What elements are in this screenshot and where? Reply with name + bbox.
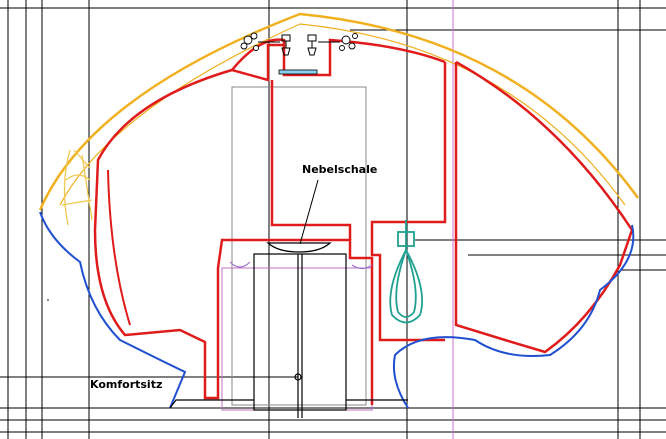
spray-cloud-icon: [240, 32, 280, 51]
shower-hose: [389, 220, 423, 324]
shower-nozzle-icon: [281, 34, 291, 56]
nebelschale-label: Nebelschale: [302, 163, 377, 176]
gray-frame: [231, 86, 367, 406]
mist-bowl-icon: [266, 242, 332, 253]
dome-outline-inner: [59, 23, 626, 206]
leader-lines: [0, 29, 666, 378]
komfortsitz-label: Komfortsitz: [90, 378, 162, 391]
seat-pedestal: [169, 253, 408, 418]
reference-dot: [47, 299, 49, 301]
pedestal-base: [169, 399, 254, 409]
seat-pivot: [294, 373, 302, 381]
cabin-left-shell: [93, 43, 374, 405]
tripod-figure: [61, 149, 93, 226]
cabin-left-inner: [107, 169, 131, 326]
pedestal-body: [253, 253, 347, 411]
shower-nozzle-icon: [307, 34, 317, 56]
bowl-side-arc: [351, 264, 373, 270]
cabin-central-column: [270, 80, 352, 240]
pink-inner-frame: [221, 267, 373, 411]
spray-cloud-icon: [318, 33, 358, 51]
ground-profile-right: [392, 224, 635, 409]
ground-profile-left: [39, 211, 187, 409]
nebelschale-leader: [299, 179, 319, 245]
cabin-ceiling: [231, 38, 446, 77]
nozzle-tray: [278, 69, 318, 75]
dome-outline: [38, 12, 640, 211]
bowl-side-arc: [229, 261, 251, 268]
